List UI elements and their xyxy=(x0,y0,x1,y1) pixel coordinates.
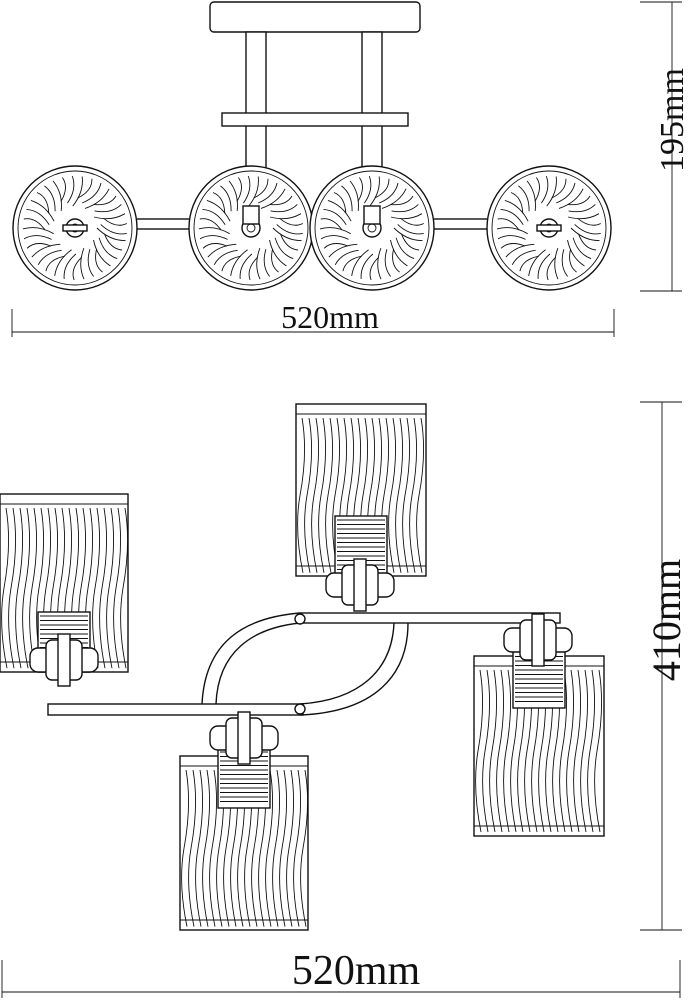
shade-discs xyxy=(12,165,612,291)
height-label: 195mm xyxy=(654,68,688,172)
shade-disc xyxy=(309,165,435,291)
bottom-width-dimension: 520mm xyxy=(1,948,681,998)
cylinder-shade xyxy=(295,403,427,577)
s-curve-outer xyxy=(201,612,301,705)
s-curve-lower-outer xyxy=(299,622,395,705)
s-curve-inner xyxy=(215,622,301,705)
socket-cap xyxy=(209,711,279,765)
front-view: 195mm 520mm xyxy=(11,1,688,337)
bottom-width-label: 520mm xyxy=(292,948,421,994)
top-view: 410mm 520mm xyxy=(0,401,688,998)
shade-disc xyxy=(188,165,314,291)
cylinder-shade xyxy=(473,647,605,837)
shade-disc xyxy=(12,165,138,291)
bolt-upper xyxy=(294,613,306,625)
socket-cap xyxy=(503,613,573,667)
top-width-label: 520mm xyxy=(281,299,379,335)
upper-bar xyxy=(299,612,561,624)
depth-dimension: 410mm xyxy=(640,401,688,931)
shade-disc xyxy=(486,165,612,291)
depth-label: 410mm xyxy=(644,559,688,681)
bolt-lower xyxy=(294,703,306,715)
socket-cap xyxy=(325,558,395,612)
s-curve-lower-inner xyxy=(299,622,409,716)
cylinder-shade xyxy=(179,747,309,931)
mounting-plate xyxy=(221,112,409,127)
main-bar xyxy=(47,703,304,716)
top-width-dimension: 520mm xyxy=(11,299,615,337)
cylinder-shades xyxy=(0,403,605,931)
height-dimension: 195mm xyxy=(640,1,688,292)
ceiling-canopy xyxy=(209,1,421,33)
socket-cap xyxy=(29,633,99,687)
